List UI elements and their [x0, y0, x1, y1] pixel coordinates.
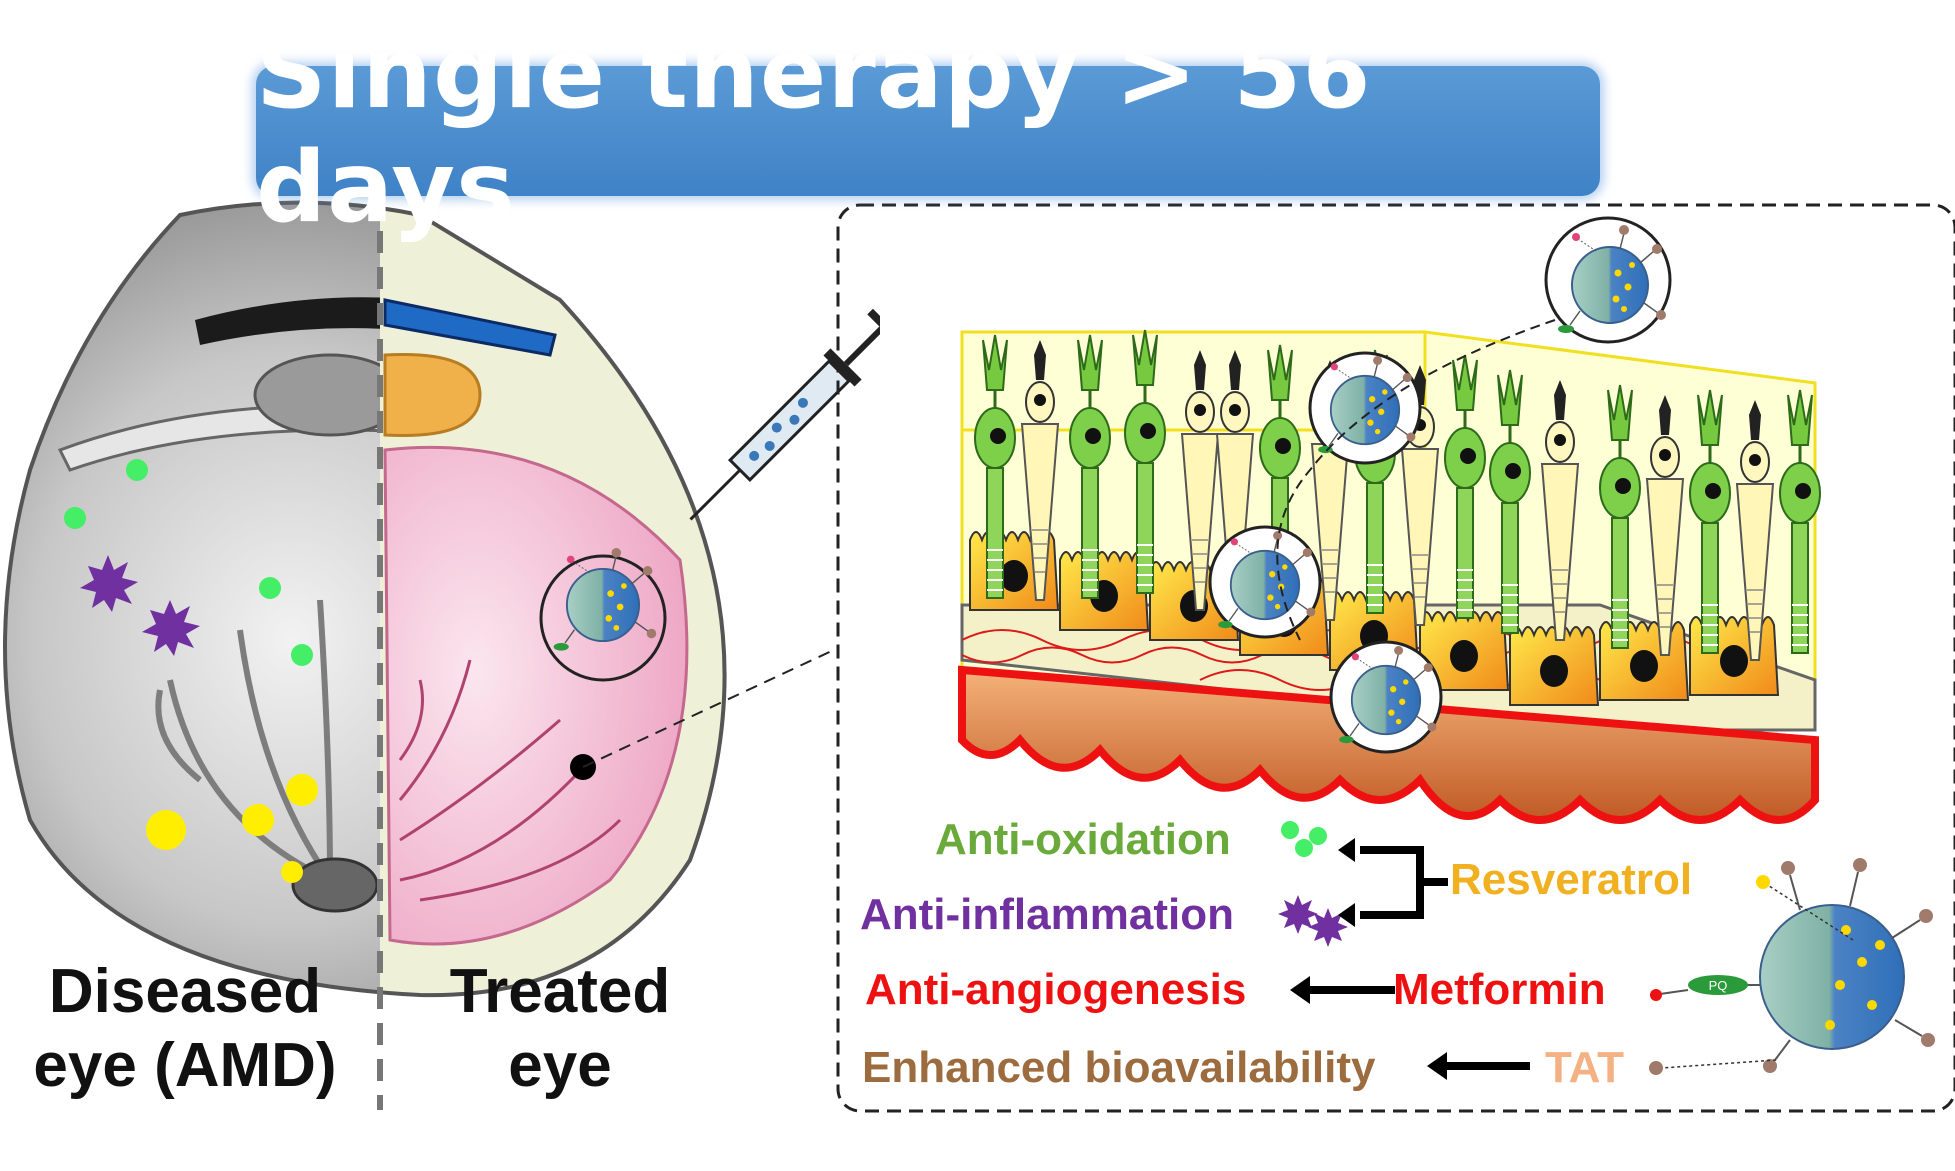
legend-arrowheads: [1290, 838, 1447, 1080]
banner-title: Single therapy > 56 days: [256, 17, 1372, 245]
nanoparticle-insets: [1208, 216, 1672, 754]
metformin-label: Metformin: [1393, 965, 1606, 1014]
treated-eye-label: Treated eye: [410, 955, 710, 1103]
diseased-eye-label-line1: Diseased: [48, 957, 322, 1026]
treated-eye-label-line1: Treated: [449, 957, 671, 1026]
inflammation-burst: [142, 600, 200, 656]
title-banner: Single therapy > 56 days: [256, 17, 1600, 245]
tat-label: TAT: [1545, 1043, 1624, 1092]
inflammation-burst: [80, 555, 138, 612]
pq-label: PQ: [1709, 978, 1728, 993]
anti-inflammation-label: Anti-inflammation: [860, 890, 1234, 939]
treated-eye-half: [380, 206, 880, 998]
retina-block: [958, 216, 1822, 824]
legend-arrows: [1308, 846, 1530, 1070]
treated-eye-label-line2: eye: [508, 1031, 612, 1100]
enhanced-bioavailability-label: Enhanced bioavailability: [862, 1043, 1376, 1092]
anti-oxidation-label: Anti-oxidation: [935, 815, 1231, 864]
diseased-eye-label: Diseased eye (AMD): [20, 955, 350, 1103]
inflammation-burst-small: [1278, 895, 1318, 934]
pq-linker: [1688, 975, 1748, 995]
zoom-leader-line: [582, 647, 839, 768]
diseased-eye-markers: [64, 459, 318, 883]
legend-symbols: [1278, 821, 1348, 947]
nanoparticle-large: PQ: [1649, 858, 1935, 1075]
zoom-panel: [836, 203, 1955, 1113]
anti-angiogenesis-label: Anti-angiogenesis: [865, 965, 1247, 1014]
diseased-eye-label-line2: eye (AMD): [33, 1031, 337, 1100]
inflammation-burst-small: [1308, 908, 1348, 947]
resveratrol-label: Resveratrol: [1450, 855, 1693, 904]
diseased-eye-half: [3, 200, 380, 995]
